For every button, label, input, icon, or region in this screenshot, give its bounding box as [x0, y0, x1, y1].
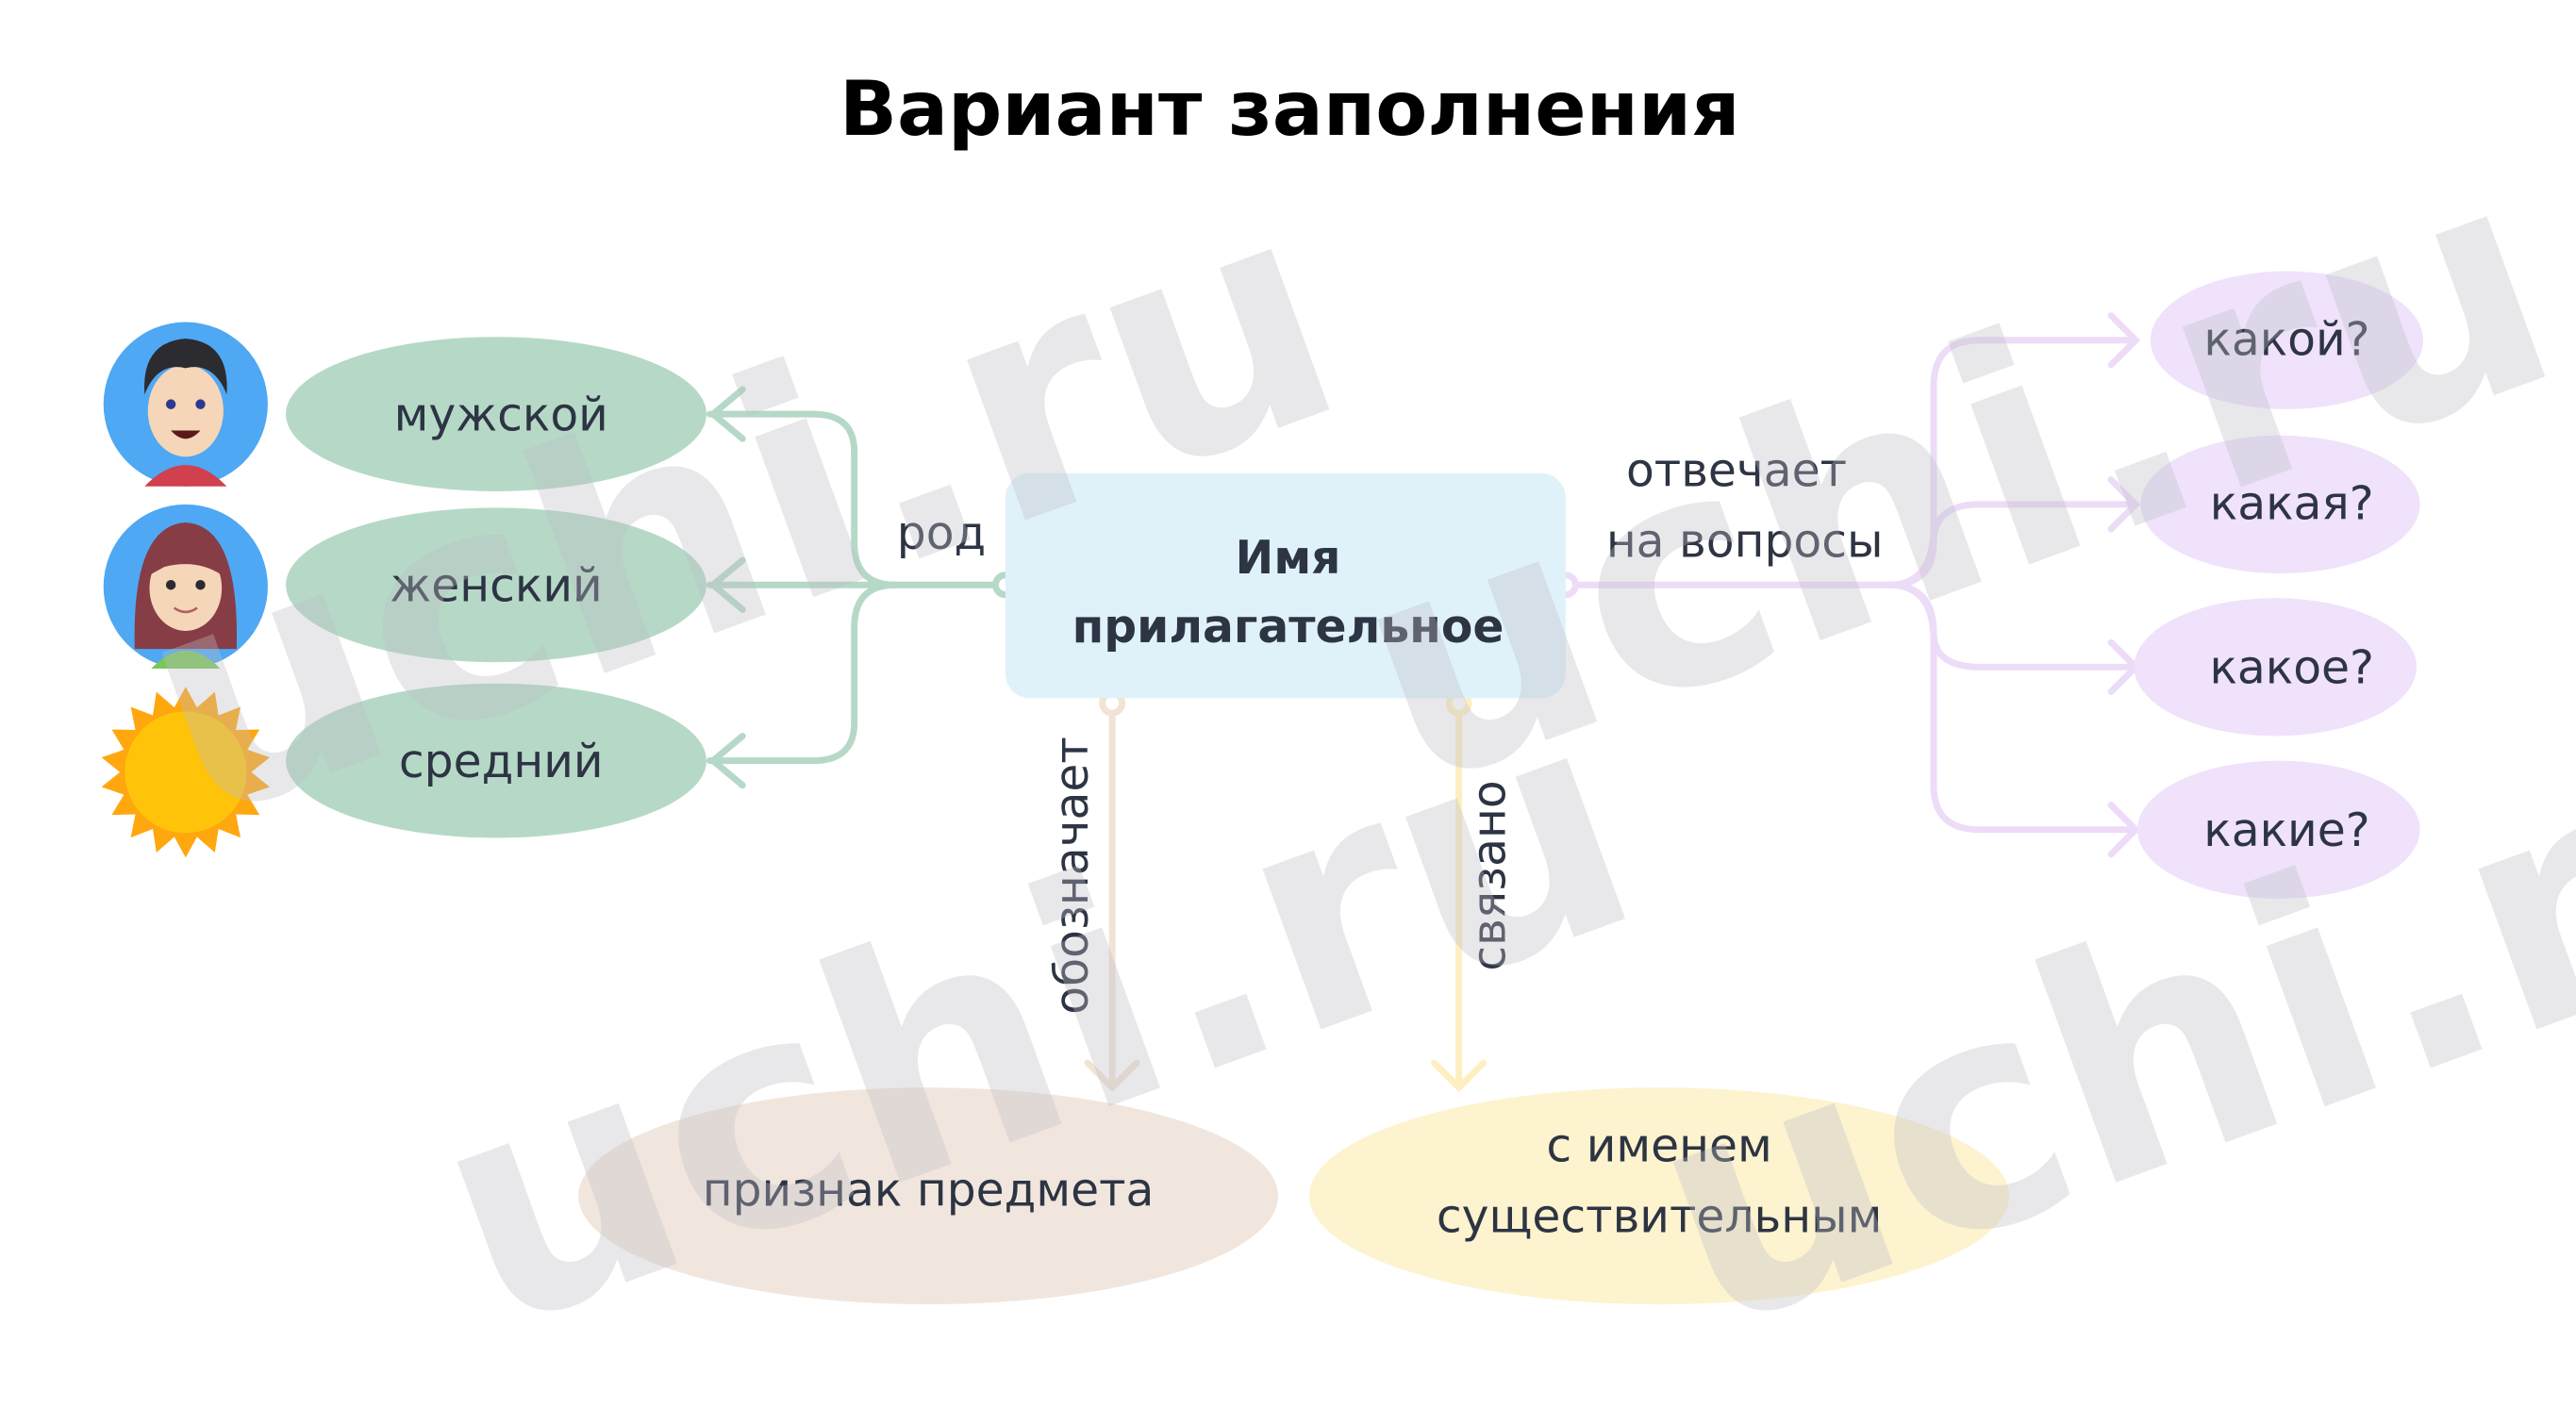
question-label: какой?	[2203, 313, 2369, 366]
center-node	[1005, 472, 1566, 699]
gender-node-neuter: средний	[286, 683, 706, 838]
relation-node: с именем существительным	[1309, 1087, 2010, 1305]
question-label: какие?	[2203, 804, 2369, 857]
meaning-node-label: признак предмета	[703, 1165, 1155, 1218]
center-node-line1: Имя	[1236, 532, 1341, 585]
gender-node-label: средний	[399, 736, 604, 788]
sun-icon	[101, 687, 270, 858]
relation-node-line2: существительным	[1437, 1190, 1883, 1243]
meaning-label: обозначает	[1046, 737, 1099, 1014]
relation-label: связано	[1463, 780, 1516, 970]
gender-node-label: мужской	[394, 389, 608, 442]
question-label: какое?	[2209, 642, 2373, 695]
question-node: какой?	[2150, 271, 2424, 409]
questions-connector	[1562, 312, 2141, 858]
boy-avatar-icon	[103, 322, 268, 487]
meaning-node: признак предмета	[578, 1087, 1279, 1305]
question-label: какая?	[2210, 478, 2374, 531]
center-node-line2: прилагательное	[1072, 601, 1504, 654]
meaning-connector	[1084, 709, 1140, 1093]
questions-label-line2: на вопросы	[1606, 516, 1884, 569]
questions-label-line1: отвечает	[1626, 445, 1847, 498]
gender-label: род	[897, 507, 986, 560]
gender-node-masculine: мужской	[286, 337, 706, 491]
question-node: какие?	[2136, 760, 2420, 899]
question-node: какая?	[2140, 435, 2420, 574]
gender-node-feminine: женский	[286, 507, 706, 663]
gender-node-label: женский	[390, 560, 602, 613]
relation-node-line1: с именем	[1546, 1120, 1771, 1173]
question-node: какое?	[2134, 598, 2418, 737]
svg-text:uchi.ru: uchi.ru	[1610, 638, 2576, 1400]
gender-connector	[706, 386, 1009, 789]
girl-avatar-icon	[103, 504, 268, 670]
page-title: Вариант заполнения	[839, 65, 1740, 153]
relation-connector	[1431, 709, 1487, 1093]
